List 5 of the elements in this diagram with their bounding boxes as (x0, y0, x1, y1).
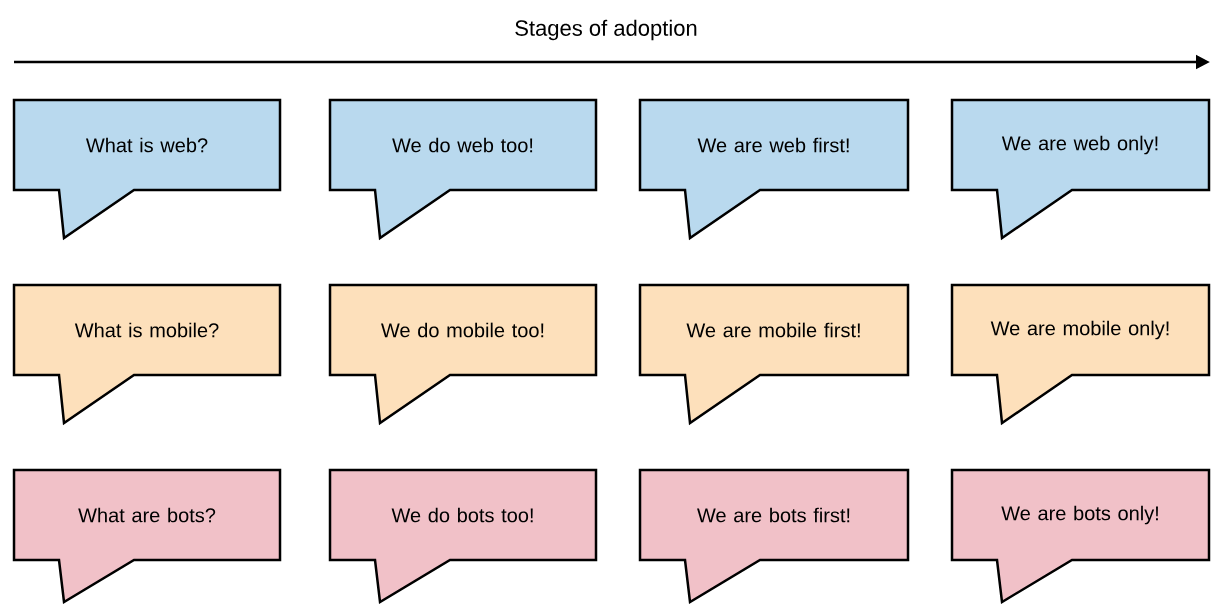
speech-bubble: What are bots? (12, 468, 282, 604)
speech-bubble: We are bots first! (638, 468, 910, 604)
speech-bubble: We do bots too! (328, 468, 598, 604)
speech-bubble: We are bots only! (950, 468, 1211, 604)
title: Stages of adoption (515, 19, 697, 41)
